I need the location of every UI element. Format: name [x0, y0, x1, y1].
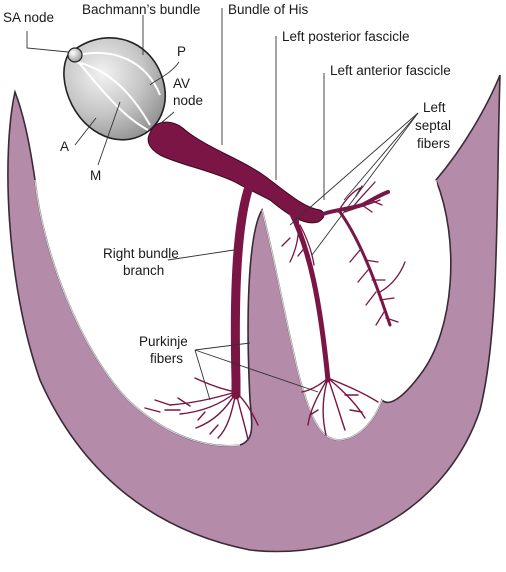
label-av-node-1: AV — [173, 76, 191, 91]
label-av-node-2: node — [173, 93, 204, 108]
label-left-anterior-fascicle: Left anterior fascicle — [330, 63, 451, 78]
sa-node — [67, 47, 83, 63]
left-anterior-fascicle-terminals — [349, 249, 406, 326]
label-right-bundle-2: branch — [123, 263, 165, 278]
label-p: P — [177, 44, 187, 59]
left-septal-fibers — [281, 181, 383, 266]
leader-lines — [26, 8, 419, 401]
label-left-posterior-fascicle: Left posterior fascicle — [282, 29, 410, 44]
atria — [63, 37, 166, 141]
label-right-bundle-1: Right bundle — [103, 246, 179, 261]
purkinje-fibers-left — [301, 377, 379, 436]
ventricle-inner-lining — [34, 179, 442, 447]
label-left-septal-1: Left — [423, 100, 446, 115]
label-m: M — [90, 168, 102, 183]
purkinje-fibers-right — [144, 377, 259, 441]
left-posterior-fascicle — [287, 207, 331, 383]
middle-internodal-tract — [75, 61, 151, 126]
label-a: A — [60, 139, 70, 154]
label-bachmanns-bundle: Bachmann’s bundle — [82, 2, 201, 17]
left-anterior-fascicle-descending — [338, 210, 392, 327]
anterior-internodal-tract — [77, 51, 161, 96]
label-left-septal-3: fibers — [417, 136, 451, 151]
av-node-and-bundle-of-his — [147, 121, 325, 224]
label-left-septal-2: septal — [415, 118, 452, 133]
label-sa-node: SA node — [3, 10, 55, 25]
label-purkinje-2: fibers — [150, 351, 184, 366]
right-bundle-branch — [230, 185, 253, 400]
label-bundle-of-his: Bundle of His — [228, 2, 309, 17]
posterior-internodal-tract — [74, 57, 149, 131]
label-purkinje-1: Purkinje — [139, 334, 188, 349]
